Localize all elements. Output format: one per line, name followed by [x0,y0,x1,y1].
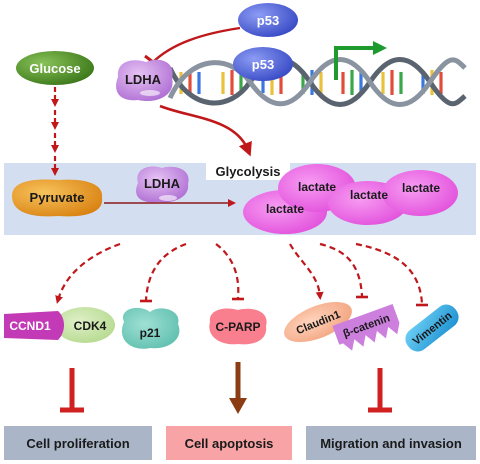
glycolysis-label: Glycolysis [215,164,280,179]
p53-top-label: p53 [257,13,279,28]
inhibits-proliferation [60,368,84,413]
cparp-node [209,308,267,345]
promotes-apoptosis [229,362,247,414]
outcome-migration-box [306,426,476,460]
glucose-label: Glucose [29,61,80,76]
claudin1-node [284,301,352,343]
ccnd1-label: CCND1 [9,319,51,333]
p53-inhibits-ldha-line [152,26,241,63]
ldha-mid-node [136,166,189,203]
ldha-mid-label: LDHA [144,176,181,191]
outcome-apoptosis-label: Cell apoptosis [185,436,274,451]
outcome-proliferation-box [4,426,152,460]
glucose-node [16,51,94,85]
pyruvate-label: Pyruvate [30,190,85,205]
inhibits-migration [368,368,392,413]
p53-mid-label: p53 [252,57,274,72]
cdk4-label: CDK4 [74,319,107,333]
cparp-label: C-PARP [215,320,260,334]
lactate-label: lactate [298,180,336,194]
ldha-top-node [116,59,173,102]
beta-catenin-node [332,304,400,351]
lactate-label: lactate [266,202,304,216]
outcome-proliferation-label: Cell proliferation [26,436,129,451]
ldha-top-label: LDHA [125,72,162,87]
transcription-arrow [334,41,387,80]
p21-label: p21 [140,326,161,340]
inhibition-bars [140,295,428,307]
lactate-label: lactate [350,188,388,202]
dna-helix-icon [167,57,467,107]
downstream-connectors [55,242,424,305]
p53-top-node [238,3,298,37]
p21-node [121,307,180,349]
lactate-cluster: lactate lactate lactate lactate [243,164,458,234]
outcome-migration-label: Migration and invasion [320,436,462,451]
cdk4-node [55,307,115,343]
vimentin-node [405,304,459,352]
pyruvate-node [12,179,103,217]
lactate-label: lactate [402,181,440,195]
lactate-node [382,170,458,216]
ldha-to-glycolysis-arrow [159,104,252,157]
p53-mid-node [233,47,293,81]
outcome-apoptosis-box [166,426,292,460]
ccnd1-node [4,311,64,340]
